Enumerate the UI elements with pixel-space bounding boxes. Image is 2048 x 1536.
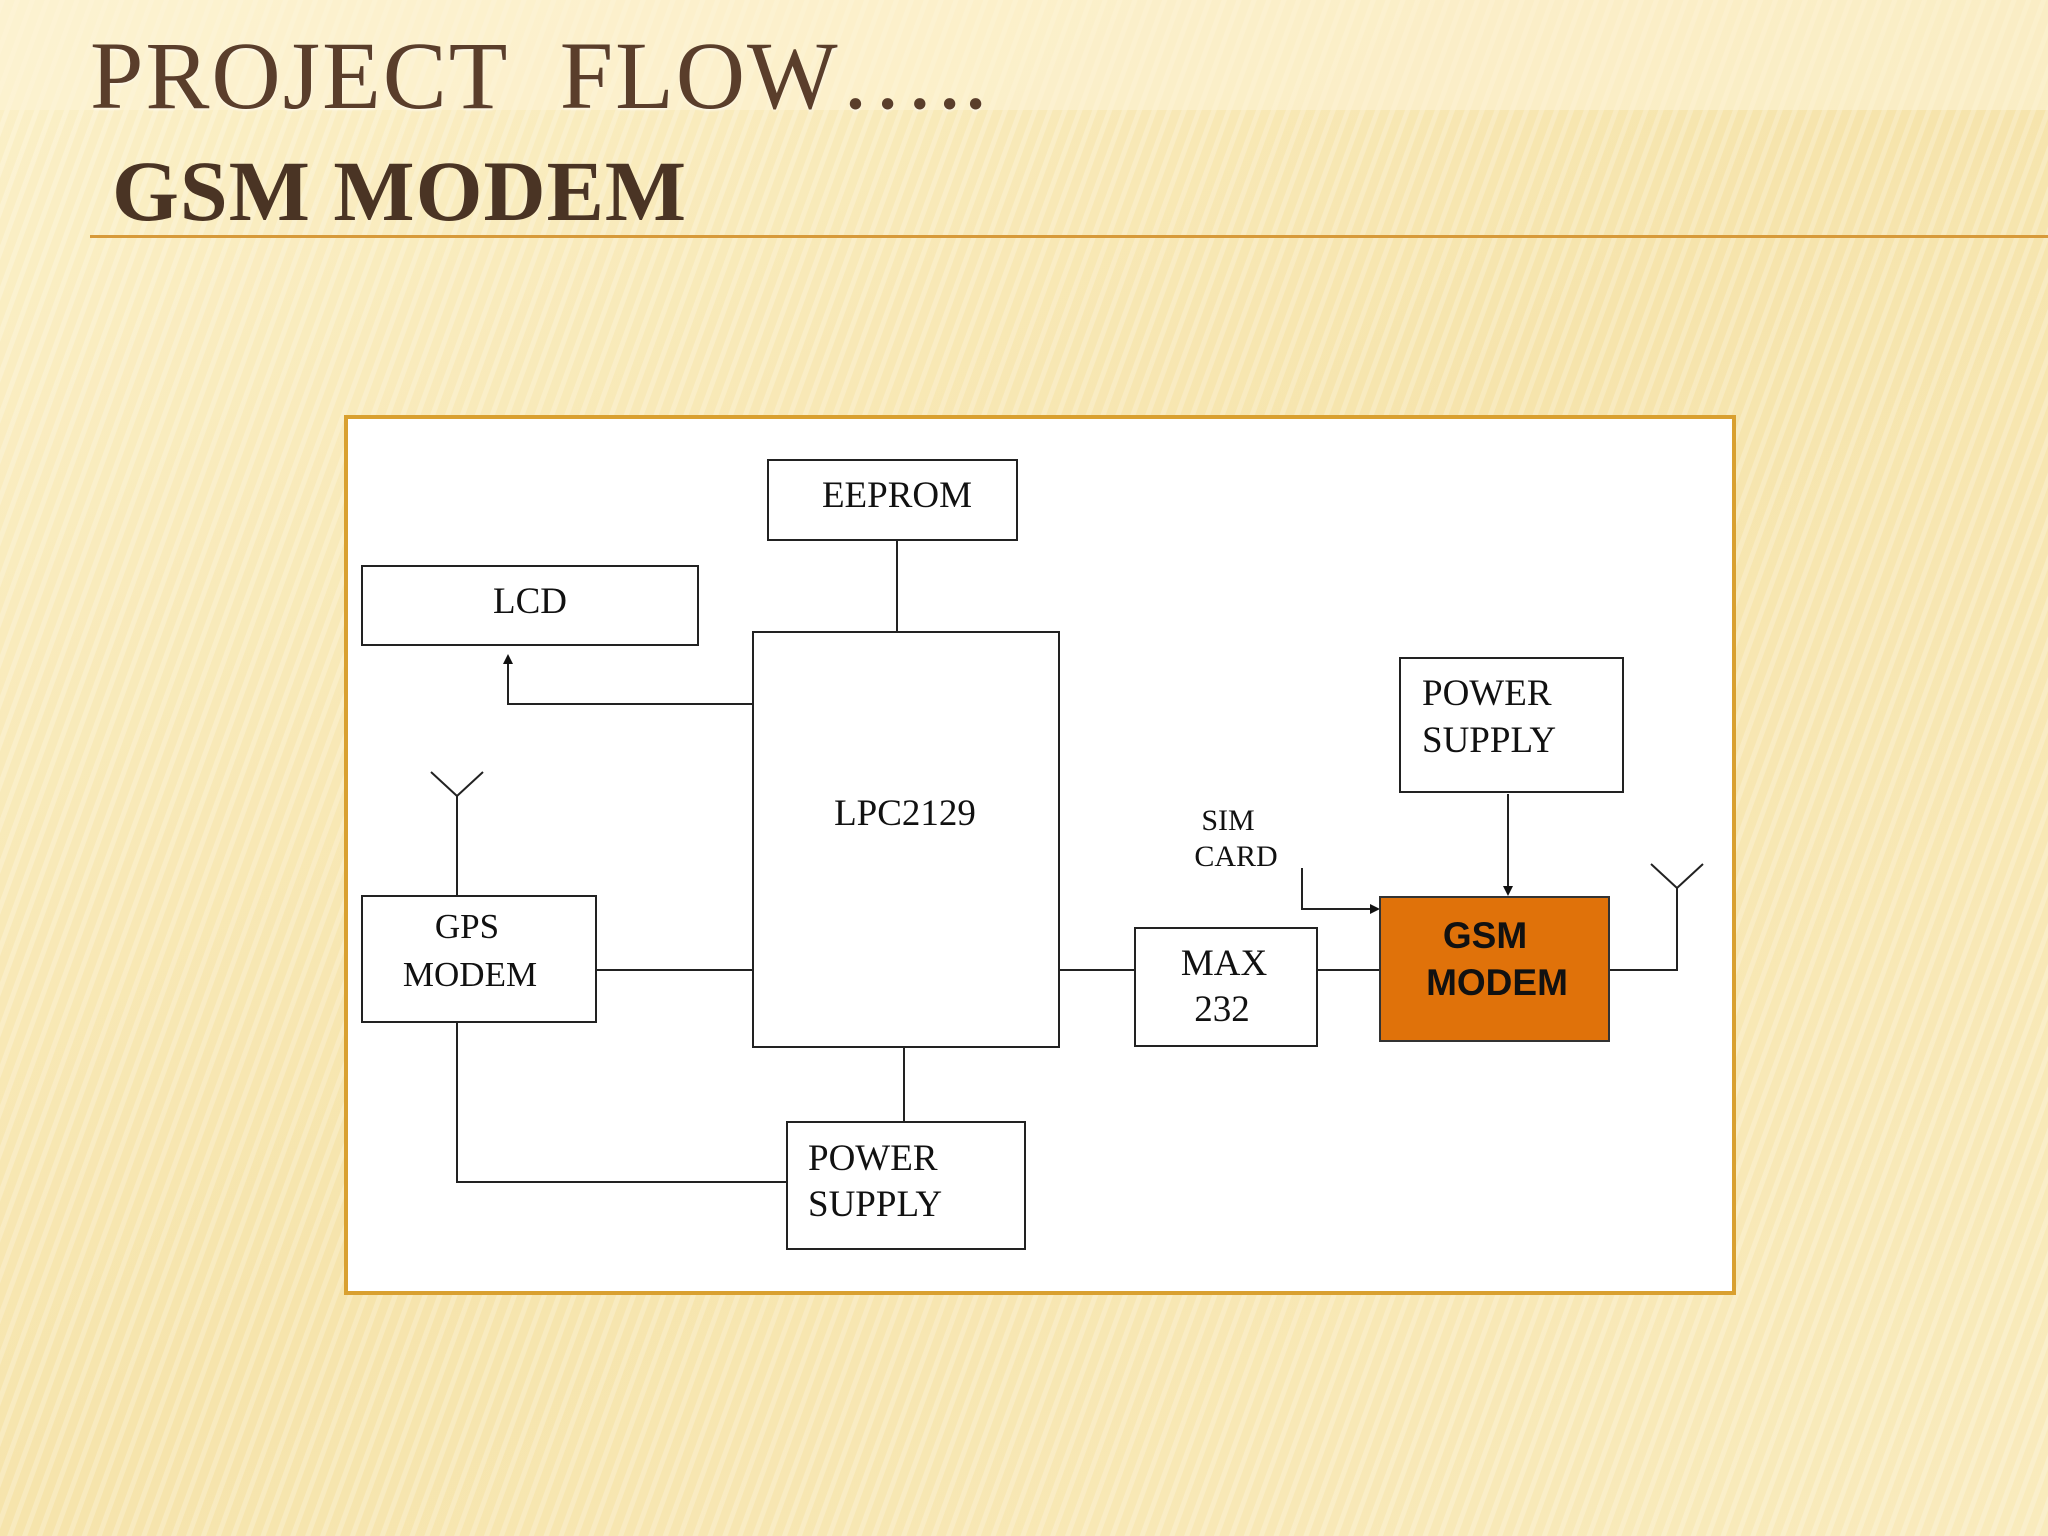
power-top-label-line1: POWER <box>1422 673 1552 714</box>
gsm-antenna-connector <box>1610 888 1678 971</box>
eeprom-label: EEPROM <box>822 475 972 516</box>
gsm-antenna-icon <box>1650 863 1704 890</box>
slide-title: PROJECT FLOW….. <box>90 22 990 129</box>
sim-gsm-arrow <box>1301 868 1380 914</box>
sim-card-label-line1: SIM <box>1201 804 1254 837</box>
slide-subtitle: GSM MODEM <box>112 143 688 239</box>
power-bottom-label-line1: POWER <box>808 1138 938 1179</box>
gsm-modem-block <box>1379 896 1610 1042</box>
mcu-lcd-arrow <box>503 654 755 705</box>
sim-card-label-line2: CARD <box>1194 840 1277 873</box>
max232-block <box>1134 927 1318 1047</box>
eeprom-block <box>767 459 1018 541</box>
mcu-label: LPC2129 <box>834 793 976 834</box>
gps-modem-block <box>361 895 597 1023</box>
title-divider <box>90 235 2048 238</box>
gsm-label-line2: MODEM <box>1426 962 1568 1003</box>
mcu-block <box>752 631 1060 1048</box>
gps-label-line2: MODEM <box>403 955 537 994</box>
power-top-label-line2: SUPPLY <box>1422 720 1556 761</box>
gps-antenna-icon <box>430 771 484 798</box>
power-supply-bottom-block <box>786 1121 1026 1250</box>
lcd-label: LCD <box>493 581 567 622</box>
power-supply-top-block <box>1399 657 1624 793</box>
lcd-block <box>361 565 699 646</box>
power-bottom-label-line2: SUPPLY <box>808 1184 942 1225</box>
gps-power-connector <box>456 1022 787 1183</box>
gps-label-line1: GPS <box>435 907 499 946</box>
max232-label-line2: 232 <box>1194 989 1250 1030</box>
gsm-label-line1: GSM <box>1443 915 1527 956</box>
max232-label-line1: MAX <box>1181 943 1268 984</box>
